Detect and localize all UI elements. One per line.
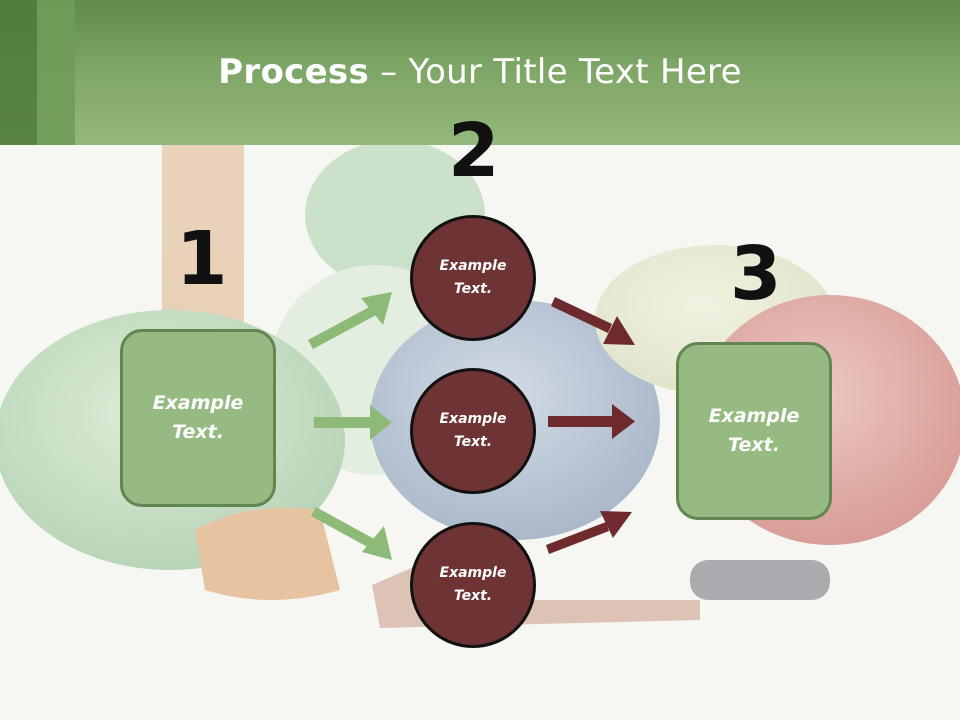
maroon-arrow-up-right bbox=[546, 511, 632, 554]
circle-step-middle[interactable]: Example Text. bbox=[410, 368, 536, 494]
green-arrow-down bbox=[311, 507, 392, 560]
left-box-line2: Text. bbox=[172, 421, 224, 443]
right-box-line2: Text. bbox=[728, 434, 780, 456]
right-step-box[interactable]: Example Text. bbox=[676, 342, 832, 520]
banner-accent-bar bbox=[0, 0, 37, 145]
circle-top-line1: Example bbox=[439, 258, 507, 274]
maroon-arrow-down-right bbox=[551, 297, 635, 345]
green-arrow-mid bbox=[314, 405, 392, 440]
step-number-1: 1 bbox=[176, 216, 228, 302]
title-banner: Process – Your Title Text Here bbox=[0, 0, 960, 145]
circle-step-bottom[interactable]: Example Text. bbox=[410, 522, 536, 648]
circle-middle-line1: Example bbox=[439, 411, 507, 427]
title-rest-part: – Your Title Text Here bbox=[369, 52, 742, 92]
banner-accent-bar bbox=[37, 0, 75, 145]
circle-bottom-line1: Example bbox=[439, 565, 507, 581]
circle-middle-line2: Text. bbox=[453, 434, 493, 450]
step-number-3: 3 bbox=[730, 231, 782, 317]
circle-bottom-line2: Text. bbox=[453, 588, 493, 604]
title-bold-part: Process bbox=[218, 52, 370, 92]
green-arrow-up bbox=[308, 292, 392, 349]
left-step-box[interactable]: Example Text. bbox=[120, 329, 276, 507]
circle-step-top[interactable]: Example Text. bbox=[410, 215, 536, 341]
slide-title[interactable]: Process – Your Title Text Here bbox=[0, 52, 960, 92]
step-number-2: 2 bbox=[448, 108, 500, 194]
circle-top-line2: Text. bbox=[453, 281, 493, 297]
left-box-line1: Example bbox=[152, 392, 244, 414]
right-box-line1: Example bbox=[708, 405, 800, 427]
maroon-arrow-mid bbox=[548, 404, 635, 439]
